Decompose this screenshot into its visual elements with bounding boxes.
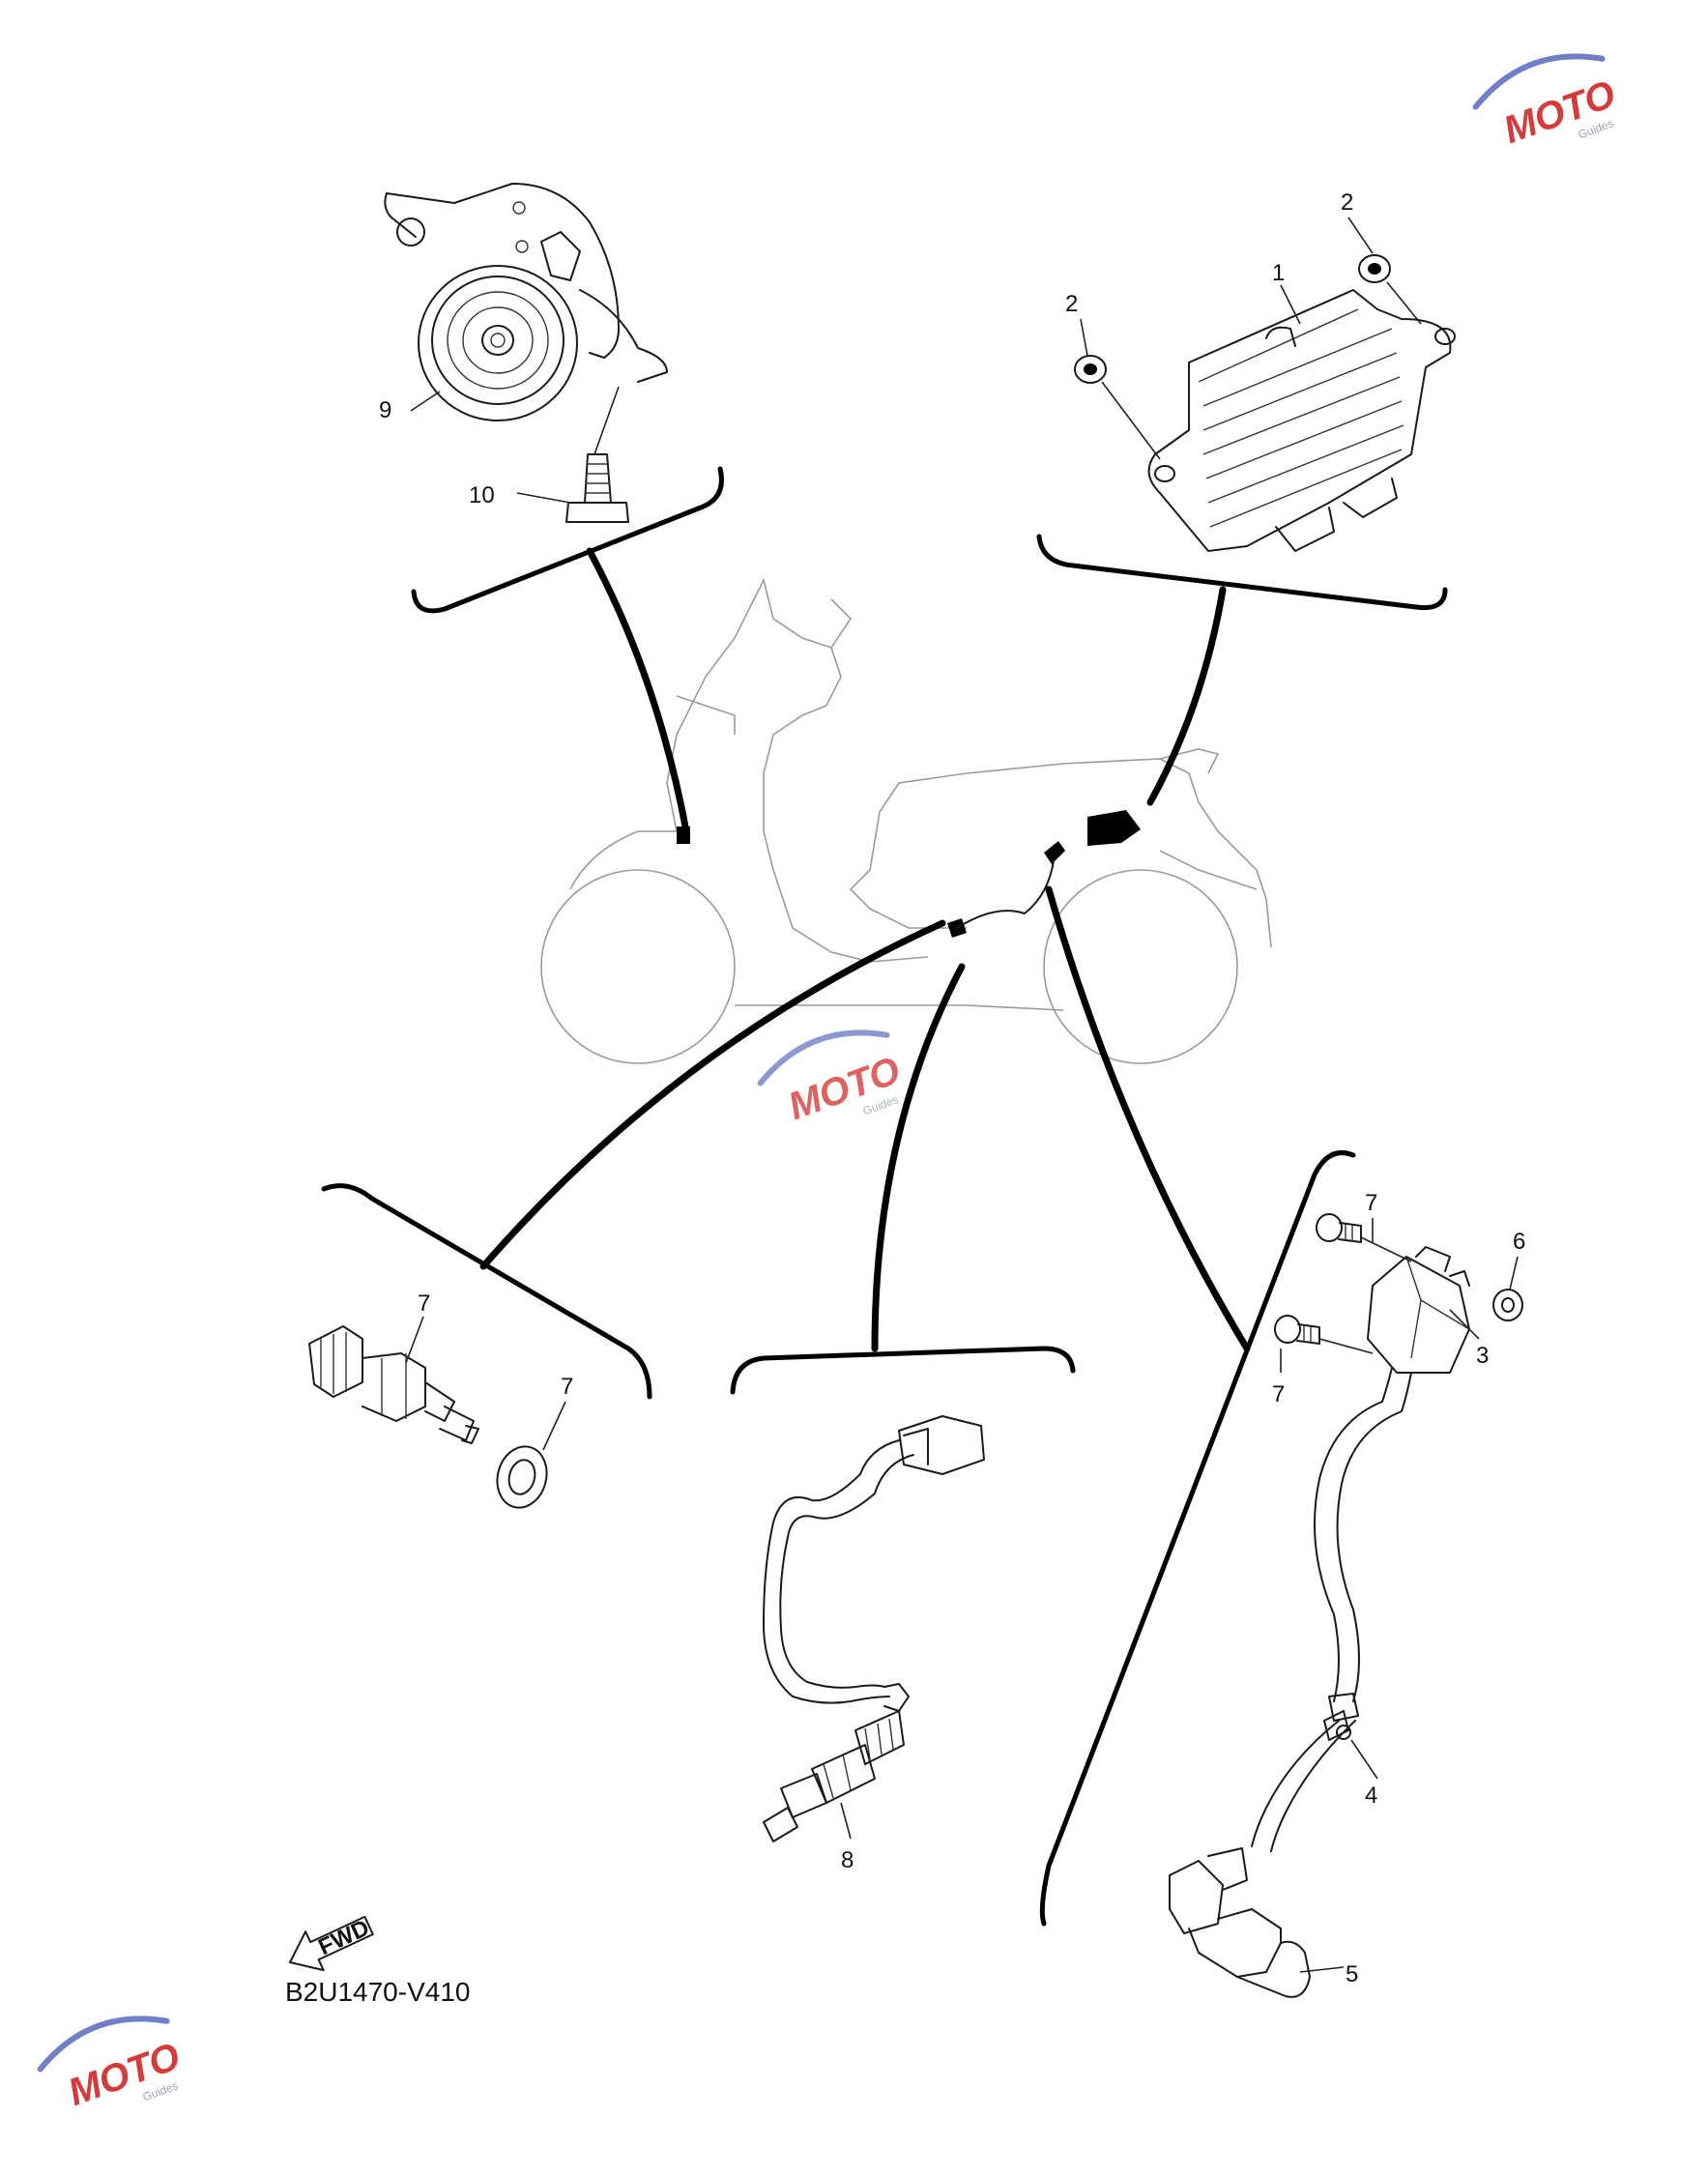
svg-text:FWD: FWD (314, 1915, 373, 1961)
callout-4: 4 (1365, 1783, 1377, 1809)
callout-9: 7 (561, 1374, 573, 1400)
spark-plug-cap-5-icon (1169, 1847, 1311, 1998)
horn-icon (384, 183, 668, 421)
leader-rectifier (1146, 586, 1227, 806)
watermark-top-right: MOTO Guides (1472, 53, 1621, 152)
bolt-12-icon (565, 453, 629, 523)
diagram-code: B2U1470-V410 (285, 1977, 470, 2007)
bracket-temp-sensor (321, 1183, 652, 1400)
oxygen-sensor-icon (763, 1415, 985, 1842)
bracket-horn (411, 466, 724, 614)
callout-2a: 2 (1065, 291, 1078, 317)
bracket-o2-sensor (730, 1346, 1076, 1395)
leader-horn (586, 547, 690, 835)
callout-8: 7 (418, 1290, 430, 1317)
callout-7b: 7 (1272, 1381, 1285, 1407)
svg-text:MOTO: MOTO (63, 2035, 186, 2114)
bolt-7b-icon (1274, 1315, 1320, 1345)
bracket-ignition-coil (1039, 1150, 1356, 1927)
bracket-rectifier (1036, 534, 1448, 611)
nut-2b-icon (1358, 254, 1391, 283)
callout-6: 6 (1513, 1229, 1525, 1255)
clamp-4-icon (1323, 1710, 1351, 1741)
callout-12: 10 (469, 482, 495, 508)
callout-1: 1 (1272, 260, 1285, 286)
bolt-7a-icon (1316, 1213, 1362, 1243)
callout-2b: 2 (1341, 189, 1353, 216)
scooter-outline (540, 577, 1272, 1064)
leader-ignition-coil (1045, 885, 1251, 1352)
callout-5: 5 (1346, 1961, 1358, 1987)
temperature-sensor-icon (308, 1325, 479, 1444)
callout-10: 8 (841, 1847, 854, 1873)
callout-11: 9 (379, 397, 391, 423)
callout-3: 3 (1476, 1343, 1489, 1369)
svg-text:MOTO: MOTO (1498, 72, 1621, 152)
watermark-center: MOTO Guides (757, 1030, 906, 1128)
callout-7a: 7 (1365, 1190, 1377, 1216)
nut-2a-icon (1074, 355, 1107, 384)
leader-temp-sensor (479, 919, 946, 1270)
washer-6-icon (1492, 1289, 1523, 1321)
svg-text:MOTO: MOTO (783, 1049, 906, 1128)
washer-9-icon (496, 1445, 548, 1509)
forward-direction-arrow-icon: FWD (289, 1915, 374, 1972)
watermark-bottom-left: MOTO Guides (37, 2016, 186, 2114)
ignition-coil-icon (1251, 1246, 1470, 1852)
rectifier-regulator-icon (1147, 289, 1456, 552)
leader-o2-sensor (871, 963, 966, 1352)
